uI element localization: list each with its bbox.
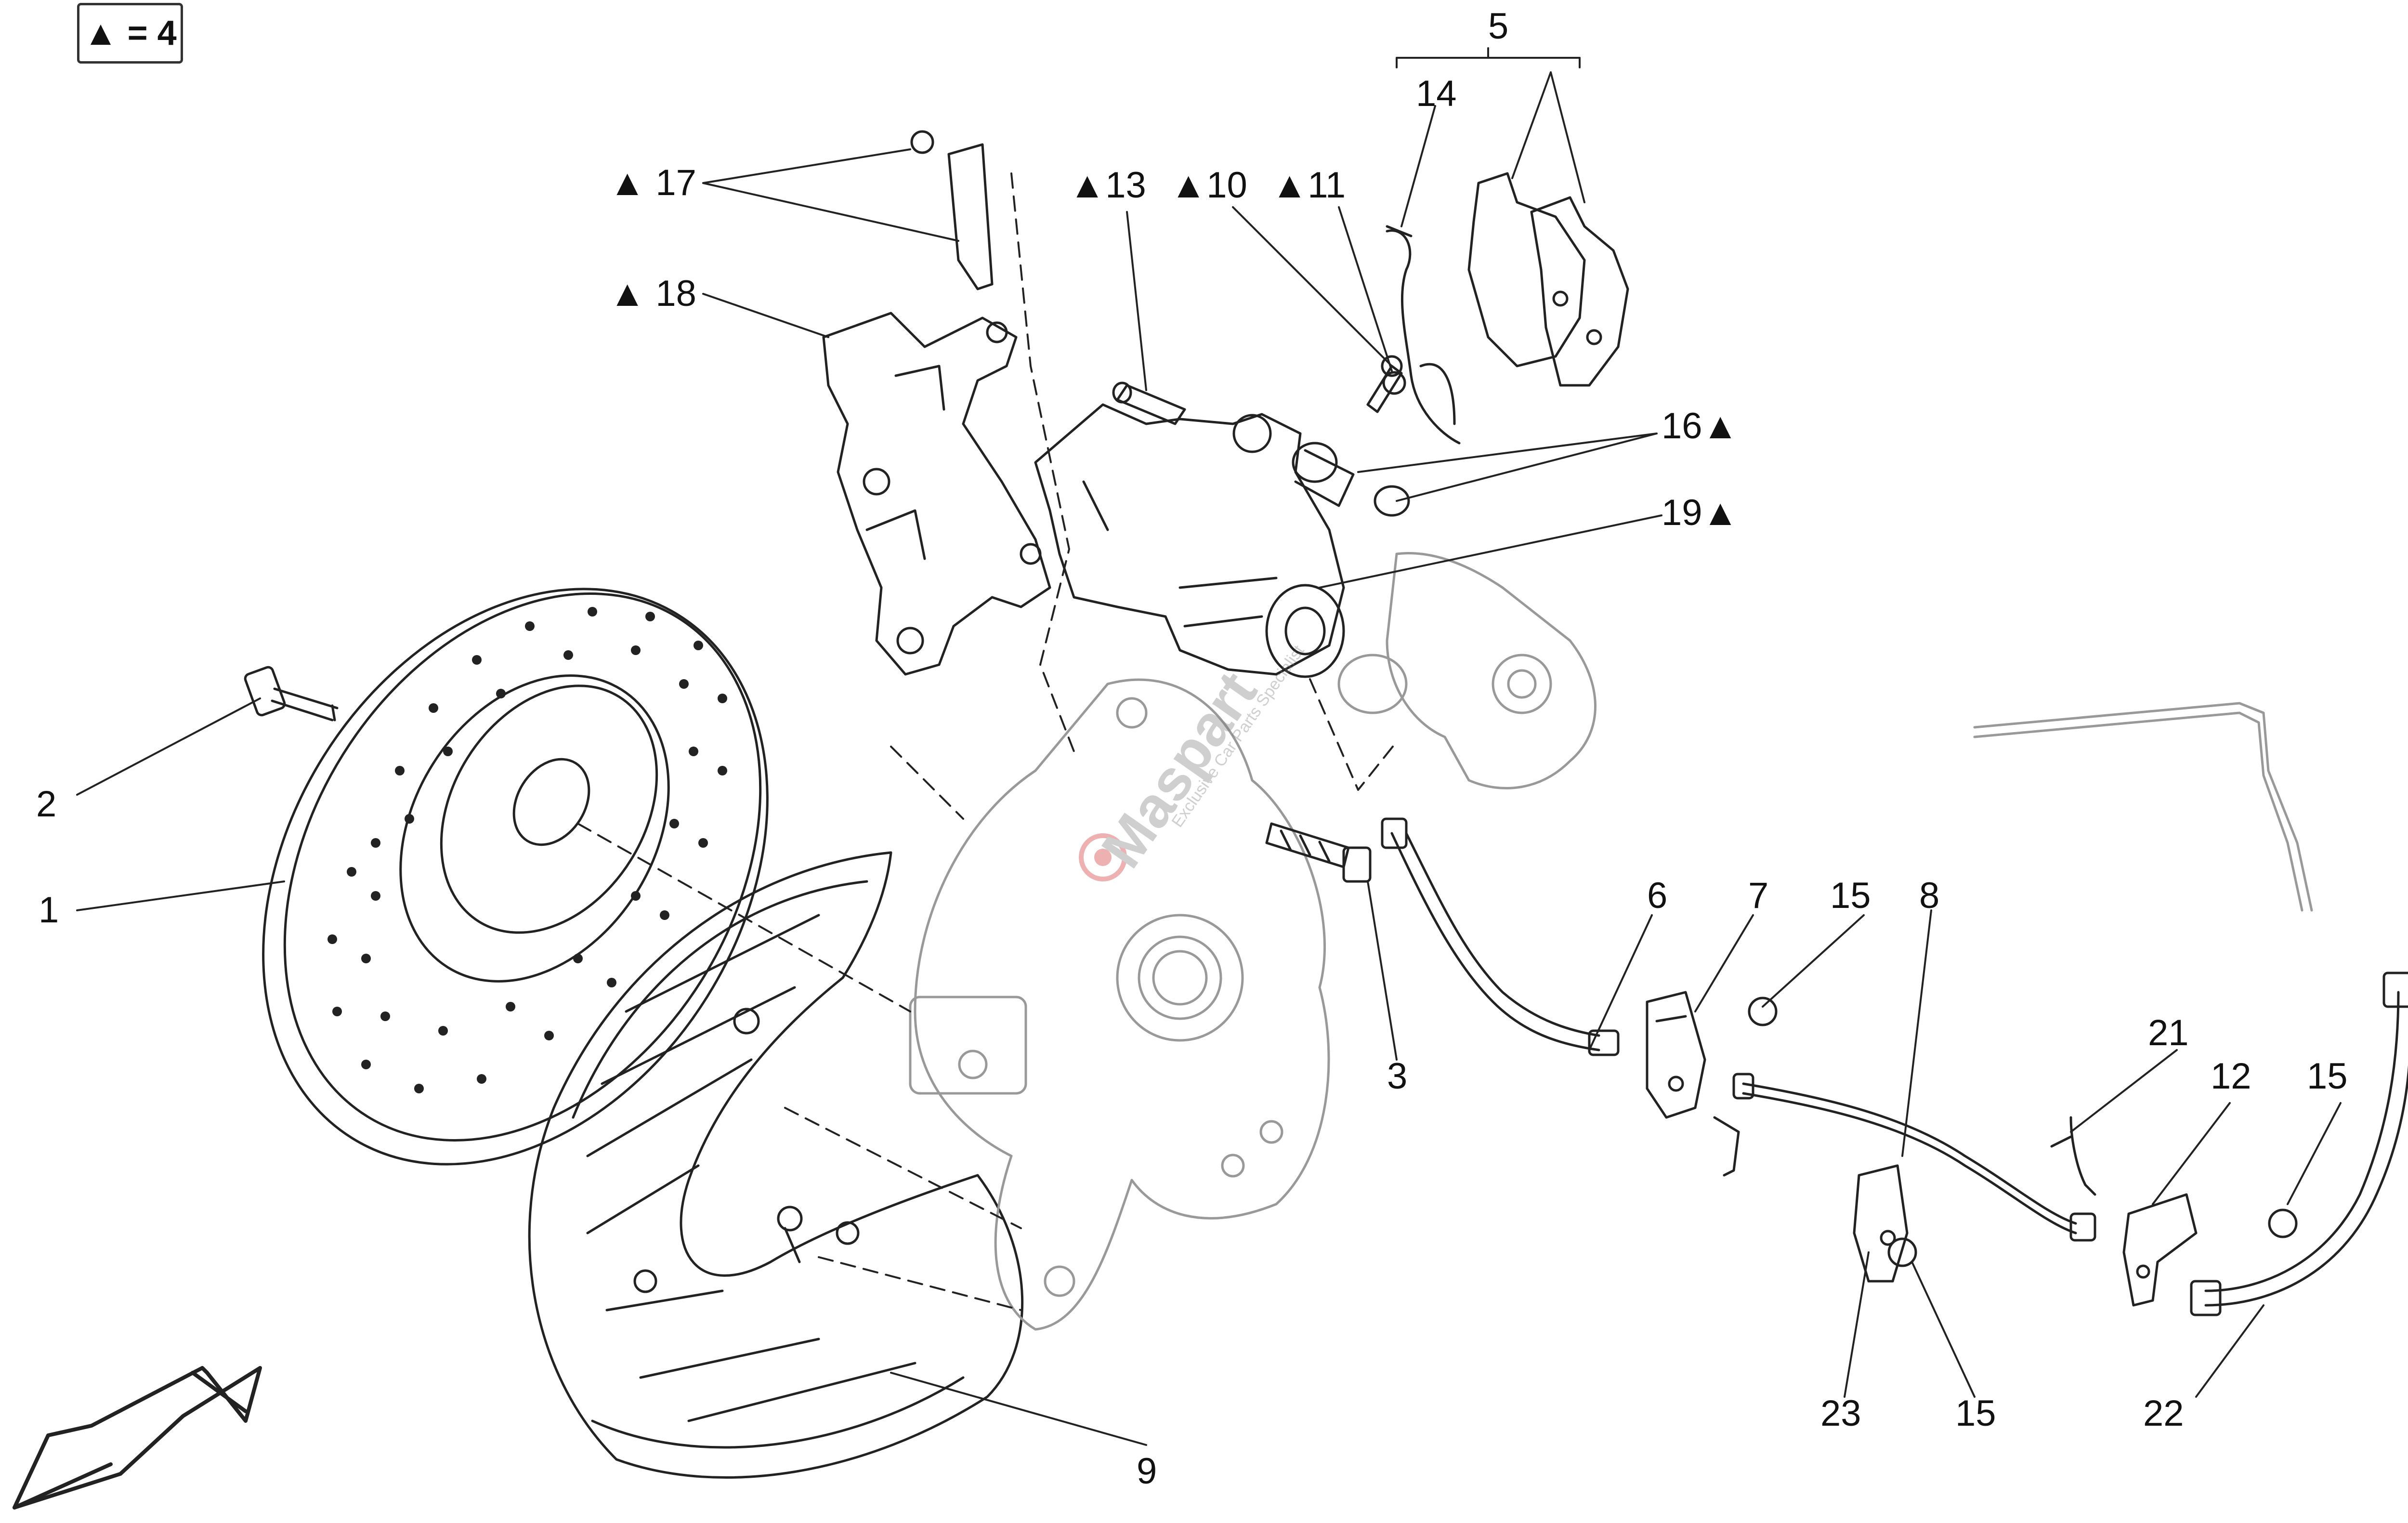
brake-pads [1467, 172, 1629, 387]
callout-8: 8 [1919, 875, 1939, 916]
assembly-lines [577, 172, 1398, 1311]
watermark: Maspart Exclusive Car Parts Specialist [1079, 642, 1308, 881]
chassis-pipe-line [1973, 702, 2313, 912]
brake-pipe [1732, 1073, 2096, 1242]
legend-text: ▲ = 4 [83, 14, 177, 53]
caliper-carrier [822, 312, 1051, 676]
callout-19: 19▲ [1662, 492, 1739, 533]
brake-disc [262, 588, 769, 1166]
guide-pin [1112, 381, 1186, 425]
dust-shield [528, 851, 1024, 1479]
callout-13: ▲13 [1069, 165, 1146, 206]
pad-wear-sensor [1386, 225, 1461, 445]
legend-box: ▲ = 4 [77, 3, 183, 64]
callout-6: 6 [1647, 875, 1667, 916]
disc-drill-holes [327, 607, 727, 1093]
hose-bracket-rear [2122, 1193, 2198, 1307]
brake-hose-front [1381, 817, 1620, 1056]
hose-bracket [1646, 991, 1740, 1177]
callout-3: 3 [1387, 1056, 1407, 1097]
mounting-nut [1748, 997, 2298, 1267]
callout-15-b: 15 [2307, 1056, 2348, 1097]
callout-21: 21 [2148, 1012, 2189, 1053]
callout-15-a: 15 [1830, 875, 1871, 916]
callout-11: ▲11 [1271, 165, 1346, 206]
callout-2: 2 [36, 784, 56, 825]
caliper-bolt [1265, 822, 1372, 883]
callout-18: ▲ 18 [609, 273, 696, 314]
pipe-support-bracket [1853, 1164, 1909, 1283]
callout-7: 7 [1748, 875, 1768, 916]
bleed-cap [1382, 371, 1406, 395]
callout-14: 14 [1416, 73, 1457, 114]
callout-15-c: 15 [1955, 1393, 1996, 1434]
direction-arrow-icon [13, 1366, 262, 1510]
callout-17: ▲ 17 [609, 162, 696, 203]
pad-retaining-clip [910, 130, 994, 290]
watermark-text: Maspart [1089, 660, 1269, 879]
callout-16: 16▲ [1662, 406, 1739, 446]
wheel-hub-knuckle [909, 678, 1330, 1331]
callout-10: ▲10 [1170, 165, 1247, 206]
callout-labels: 2 1 3 6 7 15 8 9 ▲10 ▲11 ▲13 14 5 16▲ ▲ … [36, 6, 2348, 1492]
leader-lines [76, 47, 2342, 1446]
caliper-actuator [1337, 551, 1597, 789]
callout-22: 22 [2143, 1393, 2184, 1434]
disc-screw [244, 666, 339, 722]
hose-clip [2050, 1116, 2096, 1196]
callout-23: 23 [1820, 1393, 1861, 1434]
shield-screw [777, 1206, 803, 1263]
brake-caliper [1034, 403, 1345, 678]
callout-12: 12 [2211, 1056, 2251, 1097]
callout-5: 5 [1488, 6, 1508, 47]
guide-bushing [1292, 442, 1410, 517]
brake-hose-rear [2190, 972, 2408, 1316]
callout-9: 9 [1137, 1451, 1157, 1492]
callout-1: 1 [39, 890, 59, 931]
